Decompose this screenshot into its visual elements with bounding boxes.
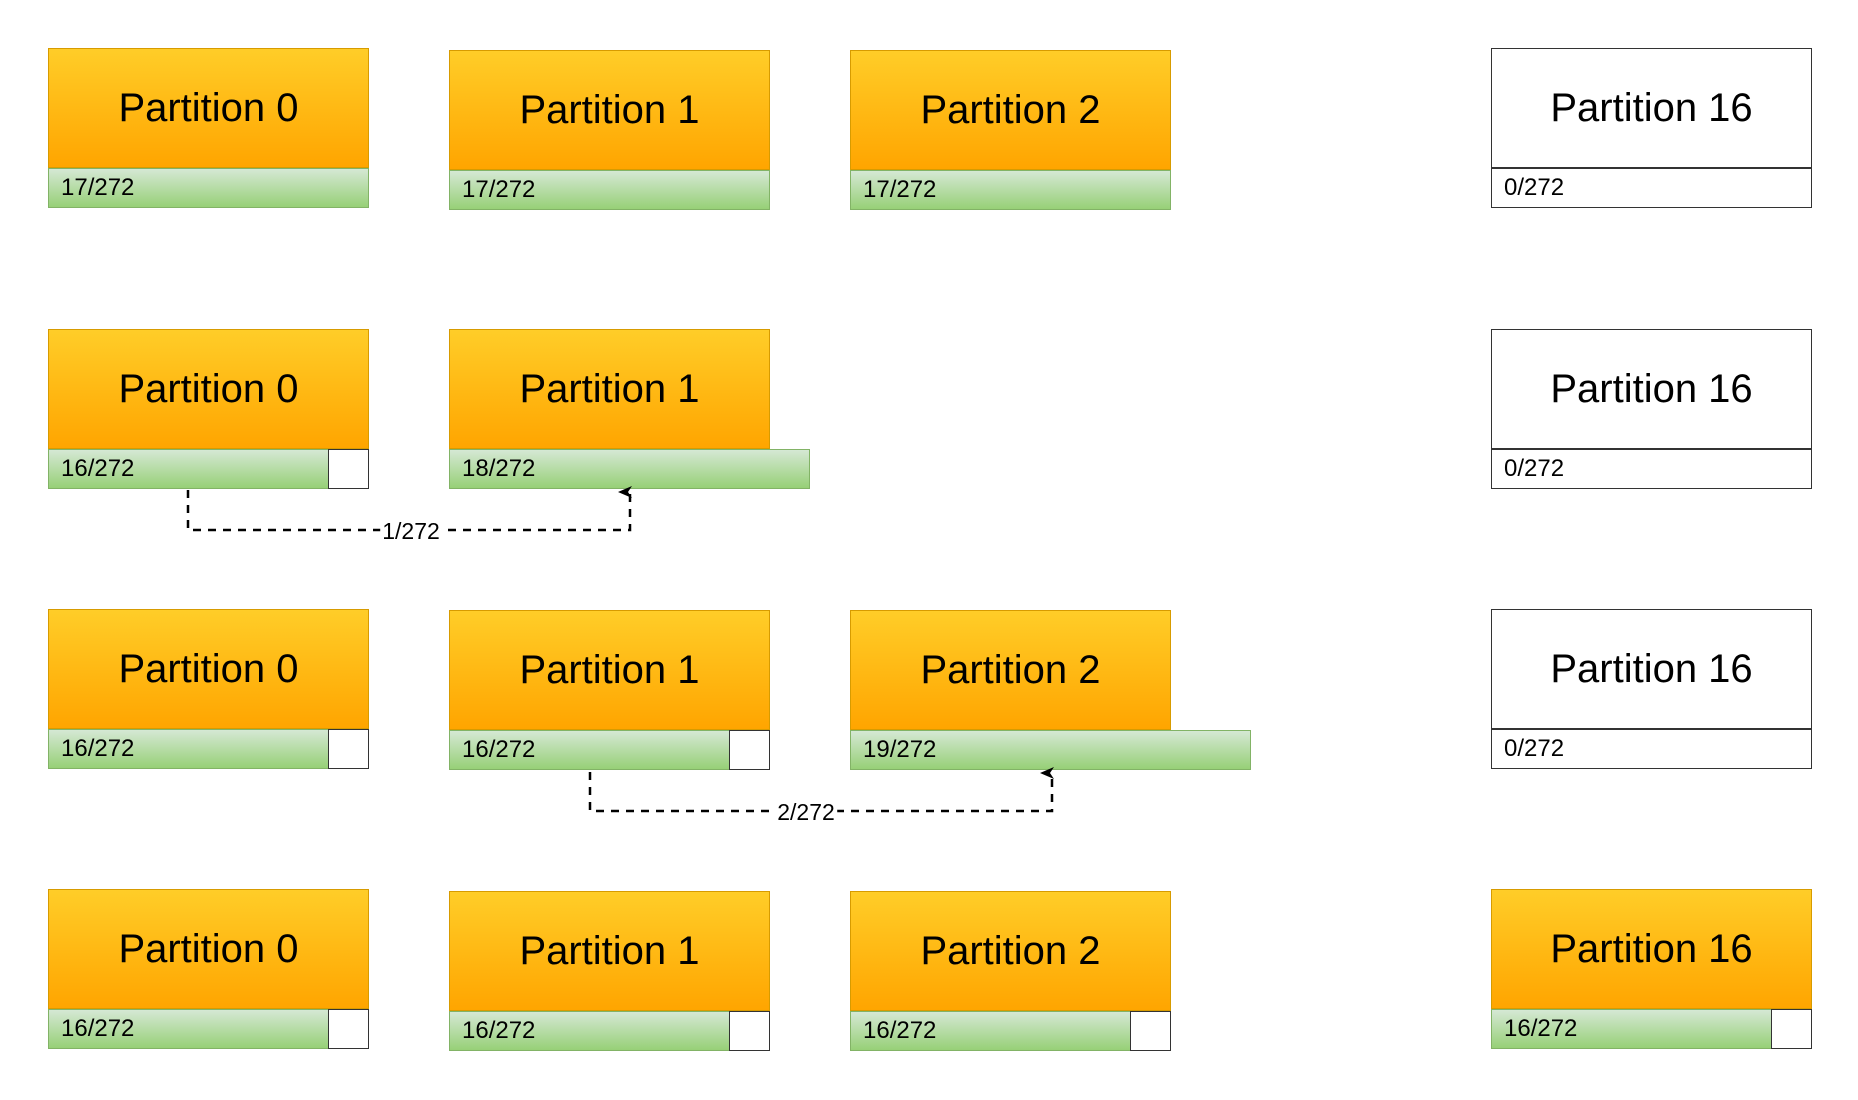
freed-slot	[729, 730, 770, 770]
freed-slot	[729, 1011, 770, 1051]
partition-label: Partition 0	[48, 889, 369, 1009]
partition-count: 16/272	[48, 1009, 329, 1049]
partition-label: Partition 0	[48, 48, 369, 168]
partition-label: Partition 2	[850, 610, 1171, 730]
partition-label: Partition 1	[449, 329, 770, 449]
partition-label: Partition 1	[449, 50, 770, 170]
partition-label: Partition 0	[48, 329, 369, 449]
partition-label: Partition 16	[1491, 889, 1812, 1009]
partition-label: Partition 2	[850, 50, 1171, 170]
partition-label: Partition 16	[1491, 609, 1812, 729]
partition-count: 0/272	[1491, 729, 1812, 769]
move-label-2: 2/272	[775, 799, 837, 825]
partition-count: 16/272	[48, 449, 329, 489]
partition-count: 17/272	[850, 170, 1171, 210]
partition-count: 16/272	[48, 729, 329, 769]
move-label-1: 1/272	[380, 518, 442, 544]
freed-slot	[328, 1009, 369, 1049]
partition-label: Partition 16	[1491, 48, 1812, 168]
partition-count: 17/272	[449, 170, 770, 210]
partition-count: 0/272	[1491, 168, 1812, 208]
partition-count: 0/272	[1491, 449, 1812, 489]
freed-slot	[328, 449, 369, 489]
freed-slot	[1771, 1009, 1812, 1049]
freed-slot	[328, 729, 369, 769]
partition-count: 16/272	[449, 730, 730, 770]
partition-count: 16/272	[850, 1011, 1131, 1051]
freed-slot	[1130, 1011, 1171, 1051]
partition-count: 17/272	[48, 168, 369, 208]
partition-count: 19/272	[850, 730, 1251, 770]
partition-label: Partition 0	[48, 609, 369, 729]
partition-count: 16/272	[449, 1011, 730, 1051]
partition-label: Partition 1	[449, 610, 770, 730]
partition-label: Partition 16	[1491, 329, 1812, 449]
partition-label: Partition 2	[850, 891, 1171, 1011]
partition-label: Partition 1	[449, 891, 770, 1011]
partition-count: 16/272	[1491, 1009, 1772, 1049]
